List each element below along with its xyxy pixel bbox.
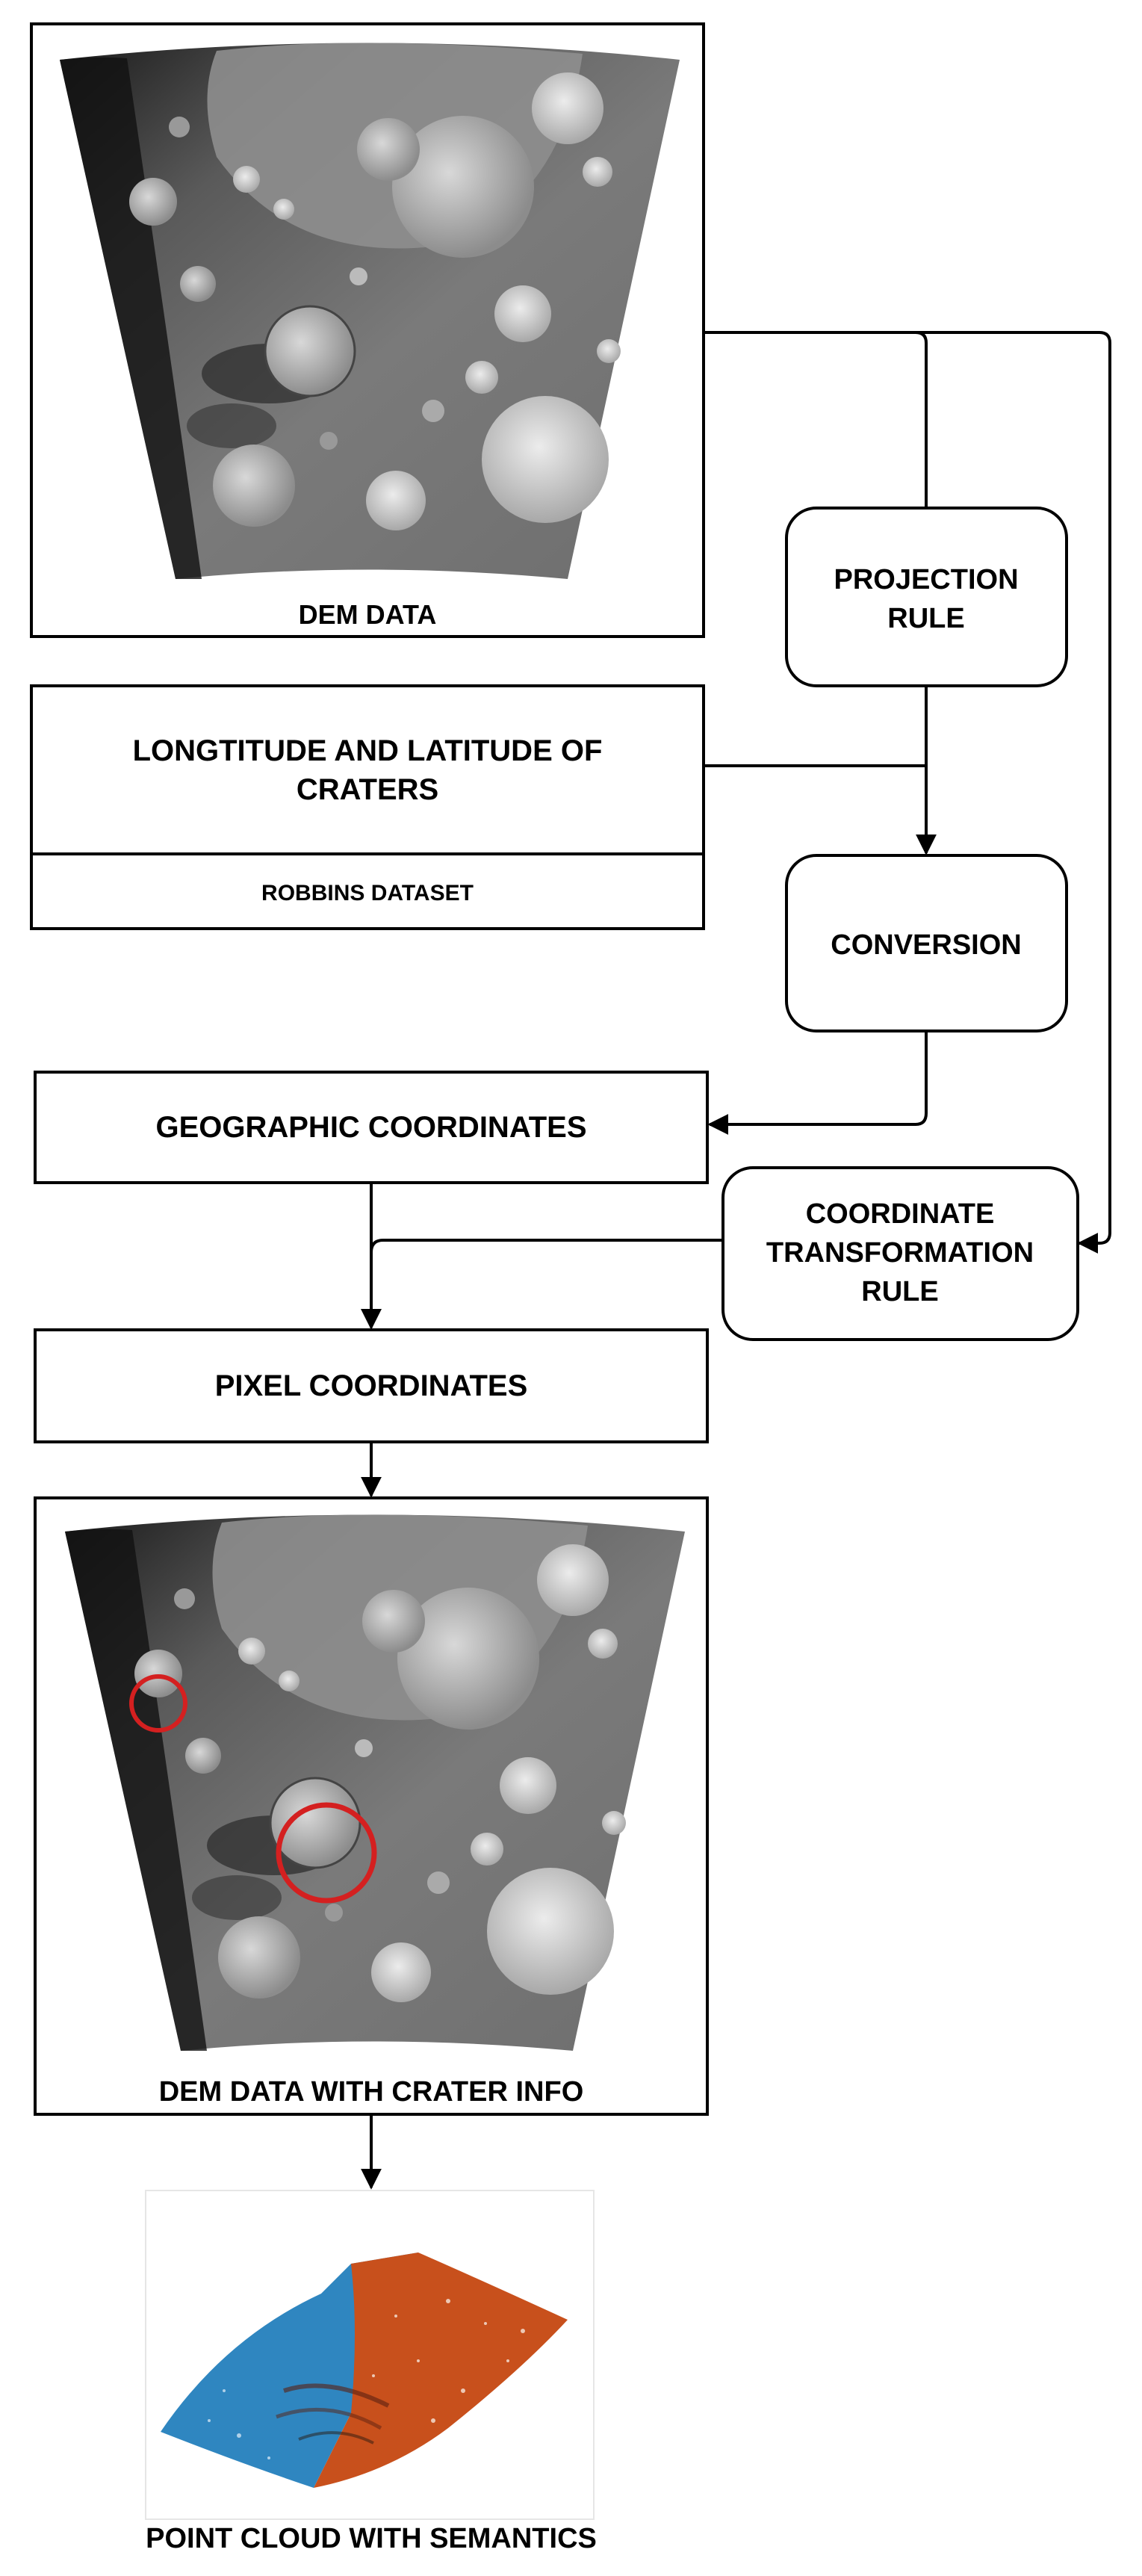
crater-coords-label-2: CRATERS <box>297 773 438 806</box>
pixel-coordinates-label: PIXEL COORDINATES <box>215 1369 528 1402</box>
crater-highlight-small <box>129 1674 187 1733</box>
dem-data-label: DEM DATA <box>299 599 437 630</box>
geographic-coordinates-node: GEOGRAPHIC COORDINATES <box>34 1071 709 1184</box>
connector-transformation-pixel <box>361 1239 723 1330</box>
connector-dem-transformation <box>916 331 1111 1254</box>
point-cloud-render <box>161 2253 568 2488</box>
connector-conversion-geographic <box>707 1031 928 1135</box>
conversion-node: CONVERSION <box>785 854 1068 1032</box>
point-cloud-node: POINT CLOUD WITH SEMANTICS <box>145 2190 597 2554</box>
coordinate-transformation-node: COORDINATE TRANSFORMATION RULE <box>721 1166 1079 1341</box>
geographic-coordinates-label: GEOGRAPHIC COORDINATES <box>155 1111 586 1144</box>
projection-rule-label-2: RULE <box>887 603 964 634</box>
point-cloud-label: POINT CLOUD WITH SEMANTICS <box>146 2523 597 2554</box>
connectors <box>361 331 1111 2190</box>
projection-rule-node: PROJECTION RULE <box>785 507 1068 687</box>
dem-data-node: DEM DATA <box>30 22 705 638</box>
coord-transform-label-1: COORDINATE <box>806 1198 995 1230</box>
crater-coords-node: LONGTITUDE AND LATITUDE OF CRATERS ROBBI… <box>30 684 705 930</box>
projection-rule-label-1: PROJECTION <box>834 564 1018 595</box>
coord-transform-label-2: TRANSFORMATION <box>766 1237 1034 1269</box>
conversion-label: CONVERSION <box>831 929 1021 961</box>
pixel-coordinates-node: PIXEL COORDINATES <box>34 1328 709 1443</box>
crater-coords-label-1: LONGTITUDE AND LATITUDE OF <box>133 734 603 767</box>
dem-annotated-image <box>63 1513 686 2052</box>
robbins-dataset-label: ROBBINS DATASET <box>261 881 474 905</box>
dem-with-crater-info-node: DEM DATA WITH CRATER INFO <box>34 1496 709 2116</box>
coord-transform-label-3: RULE <box>861 1276 938 1307</box>
connector-dem-projection <box>704 331 928 508</box>
crater-highlight-large <box>276 1802 377 1904</box>
dem-with-crater-info-label: DEM DATA WITH CRATER INFO <box>159 2076 584 2108</box>
